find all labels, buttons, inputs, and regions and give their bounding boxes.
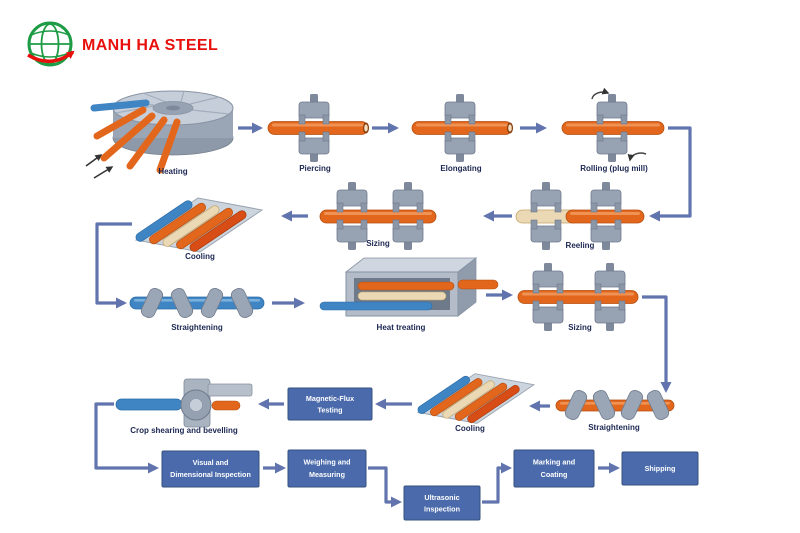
label-ultrasonic-line2: Inspection [424,505,460,514]
label-sizing-2: Sizing [568,323,592,332]
process-box-marking-coating: Marking and Coating [513,449,595,488]
weighing-measuring-box [287,449,367,488]
label-straightening-2: Straightening [588,423,640,432]
station-heat-treating: Heat treating [319,257,499,332]
label-heating: Heating [158,167,187,176]
label-heat-treating: Heat treating [377,323,426,332]
feed-arrows [85,154,114,179]
process-box-weighing-measuring: Weighing and Measuring [287,449,367,488]
label-rolling: Rolling (plug mill) [580,164,648,173]
label-reeling: Reeling [566,241,595,250]
label-shipping: Shipping [645,464,676,473]
station-straightening-1: Straightening [129,286,265,332]
label-sizing-1: Sizing [366,239,390,248]
station-crop-shearing: Crop shearing and bevelling [115,378,253,435]
label-weighing-line1: Weighing and [304,458,351,467]
connector-weighing-ultrasonic [368,466,402,508]
station-cooling-2: Cooling [415,373,535,433]
label-weighing-line2: Measuring [309,470,345,479]
label-cooling-1: Cooling [185,252,215,261]
globe-icon [27,21,75,67]
connector-cooling-straightening [95,222,132,309]
brand-name: MANH HA STEEL [82,37,218,54]
marking-coating-box [513,449,595,488]
flow-connectors [94,122,692,508]
station-rolling: Rolling (plug mill) [561,87,665,173]
station-heating: Heating [85,90,234,179]
label-straightening-1: Straightening [171,323,223,332]
station-sizing-2: Sizing [517,263,639,332]
station-sizing-1: Sizing [319,182,437,250]
rotation-arrows [591,87,647,162]
label-piercing: Piercing [299,164,331,173]
label-ultrasonic-line1: Ultrasonic [424,493,459,502]
label-cooling-2: Cooling [455,424,485,433]
station-elongating: Elongating [411,94,513,173]
shipping-box [621,451,699,486]
connector-ultrasonic-marking [482,462,512,504]
label-marking-line2: Coating [541,470,568,479]
ultrasonic-inspection-box [403,485,481,521]
process-box-shipping: Shipping [621,451,699,486]
label-visual-line1: Visual and [193,458,229,467]
station-cooling-1: Cooling [133,197,263,261]
label-elongating: Elongating [440,164,481,173]
label-marking-line1: Marking and [533,458,575,467]
process-box-visual-inspection: Visual and Dimensional Inspection [161,450,260,488]
connector-rolling-reeling [649,126,692,222]
station-reeling: Reeling [515,182,645,250]
process-box-magnetic-flux-testing: Magnetic-Flux Testing [287,387,373,421]
station-straightening-2: Straightening [555,388,675,432]
magnetic-flux-testing-box [287,387,373,421]
brand-logo: MANH HA STEEL [27,21,218,67]
process-box-ultrasonic-inspection: Ultrasonic Inspection [403,485,481,521]
label-crop-shearing: Crop shearing and bevelling [130,426,238,435]
connector-sizing-straightening2 [642,295,672,393]
furnace-billets [90,99,181,174]
label-visual-line2: Dimensional Inspection [170,470,251,479]
station-piercing: Piercing [267,94,369,173]
visual-inspection-box [161,450,260,488]
label-magnetic-flux-line1: Magnetic-Flux [306,394,354,403]
label-magnetic-flux-line2: Testing [317,406,342,415]
connector-crop-visual [94,402,159,474]
